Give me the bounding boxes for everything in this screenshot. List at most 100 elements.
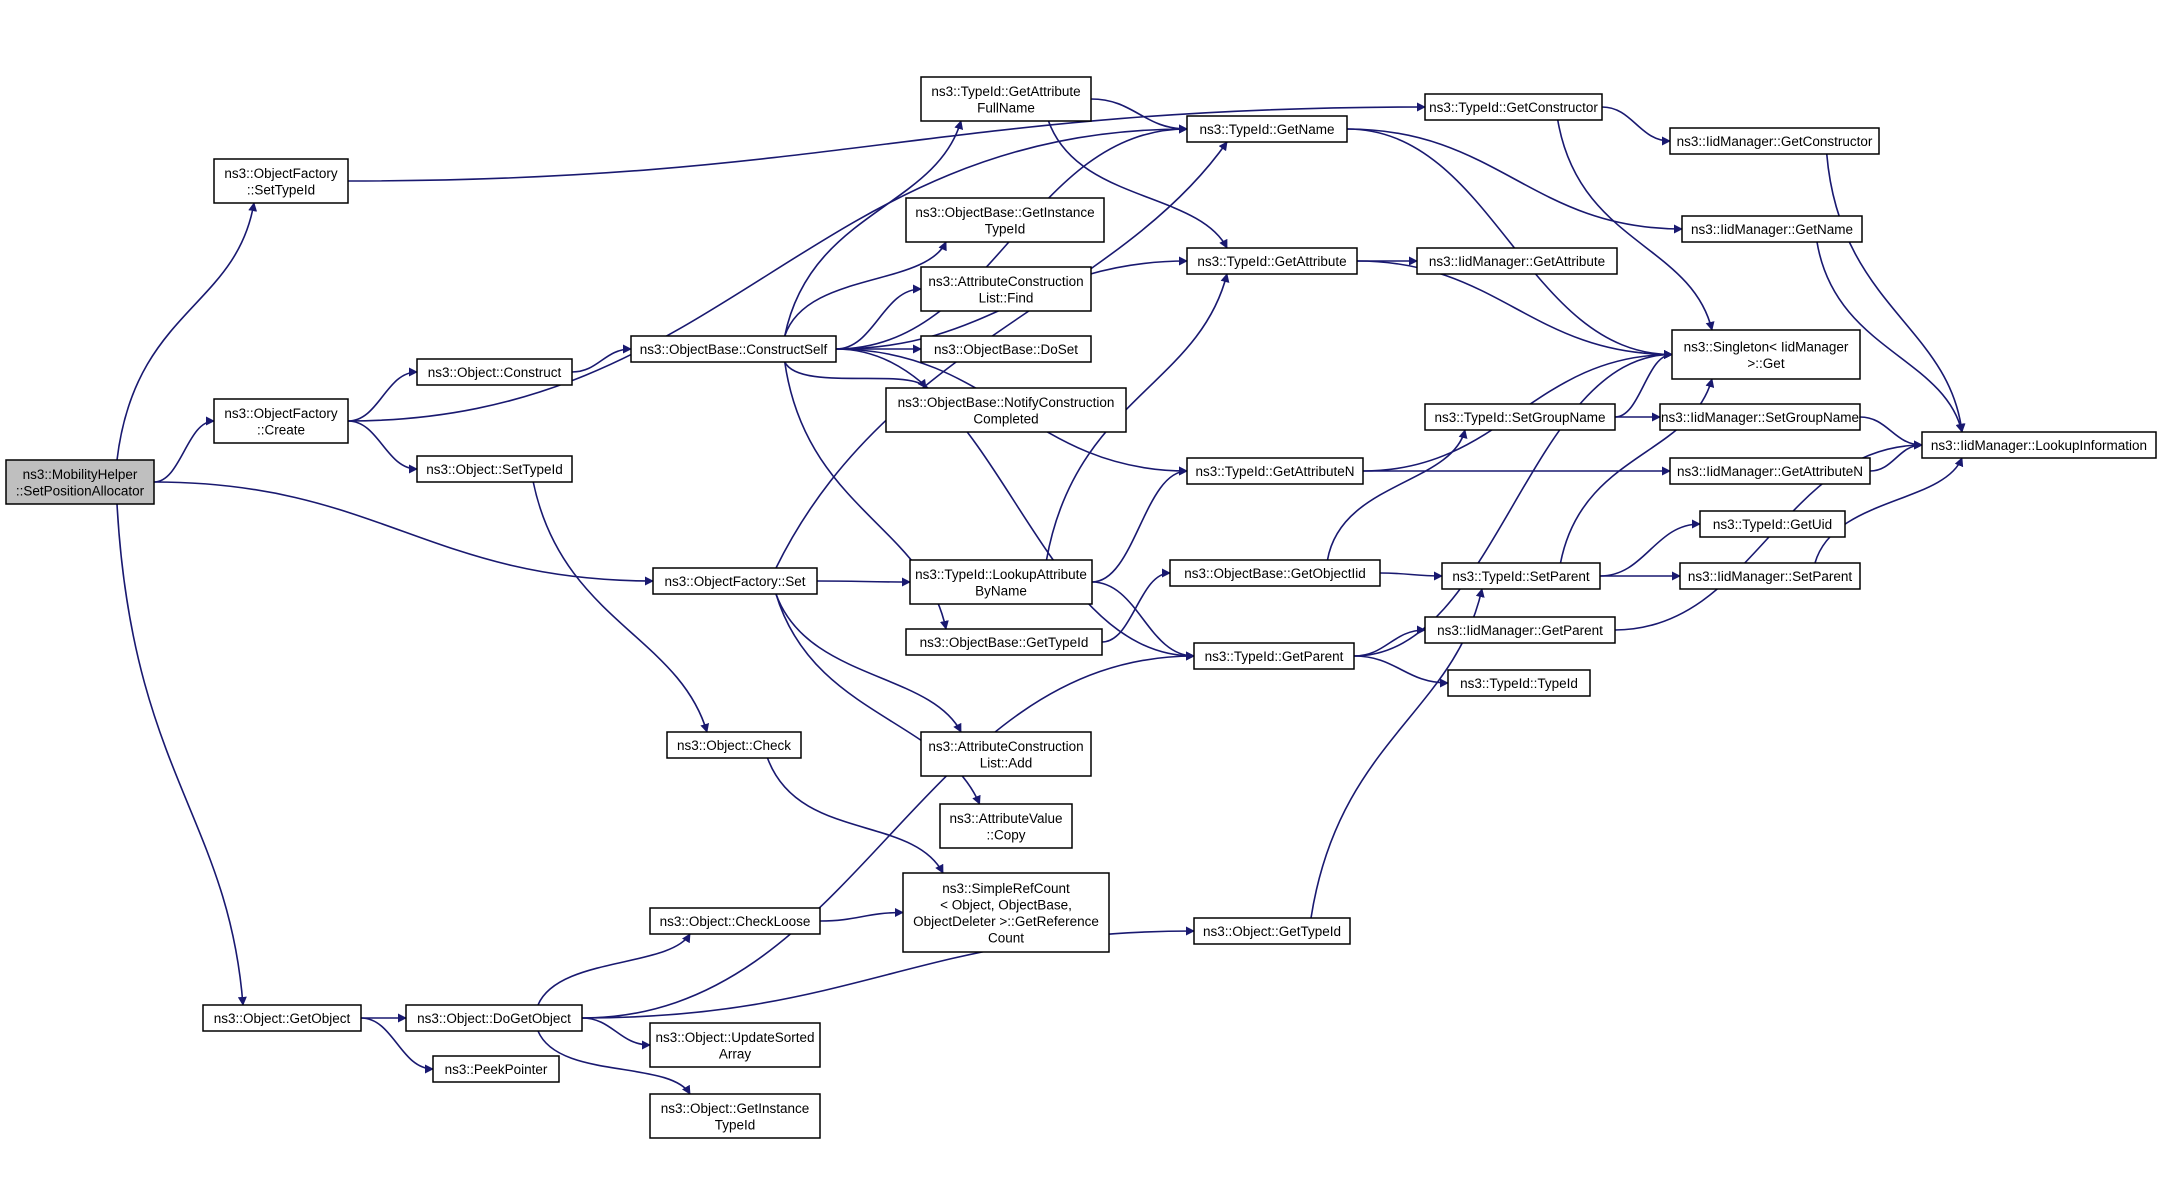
node-iid-setparent[interactable]: ns3::IidManager::SetParent bbox=[1679, 562, 1861, 590]
edge-tid_getparent-to-singleton_get bbox=[1353, 350, 1673, 657]
edge-tid_lookupattr-to-tid_getparent bbox=[1091, 581, 1195, 661]
node-label: ns3::Object::DoGetObject bbox=[417, 1011, 571, 1026]
node-label: Count bbox=[988, 930, 1024, 945]
node-label: ns3::IidManager::SetParent bbox=[1688, 569, 1853, 584]
node-obj-check[interactable]: ns3::Object::Check bbox=[666, 731, 802, 759]
node-box bbox=[1416, 247, 1618, 275]
node-label: ns3::TypeId::GetName bbox=[1199, 122, 1334, 137]
node-iid-getattribute[interactable]: ns3::IidManager::GetAttribute bbox=[1416, 247, 1618, 275]
node-av-copy[interactable]: ns3::AttributeValue::Copy bbox=[939, 803, 1073, 849]
node-tid-getname[interactable]: ns3::TypeId::GetName bbox=[1186, 115, 1348, 143]
node-iid-getconstructor[interactable]: ns3::IidManager::GetConstructor bbox=[1669, 127, 1880, 155]
node-label: ns3::AttributeValue bbox=[949, 811, 1062, 826]
node-label: ns3::TypeId::GetAttributeN bbox=[1195, 464, 1354, 479]
node-singleton-get[interactable]: ns3::Singleton< IidManager>::Get bbox=[1671, 329, 1861, 380]
node-label: ns3::Object::CheckLoose bbox=[660, 914, 811, 929]
edge-tid_getattrfullname-to-tid_getattribute bbox=[1047, 120, 1228, 249]
node-box bbox=[1447, 669, 1591, 697]
node-label: ns3::TypeId::GetConstructor bbox=[1429, 100, 1598, 115]
node-label: ns3::IidManager::LookupInformation bbox=[1931, 438, 2147, 453]
edge-tid_getconstructor-to-iid_getconstructor bbox=[1601, 106, 1671, 146]
node-box bbox=[1699, 510, 1846, 538]
node-ob-notify[interactable]: ns3::ObjectBase::NotifyConstructionCompl… bbox=[885, 387, 1127, 433]
node-peekpointer[interactable]: ns3::PeekPointer bbox=[432, 1055, 560, 1083]
edge-obj_construct-to-ob_constructself bbox=[571, 344, 632, 373]
node-box bbox=[416, 358, 573, 386]
node-iid-getattributen[interactable]: ns3::IidManager::GetAttributeN bbox=[1669, 457, 1871, 485]
node-tid-setgroupname[interactable]: ns3::TypeId::SetGroupName bbox=[1424, 403, 1616, 431]
node-box bbox=[649, 907, 821, 935]
edge-tid_getattrfullname-to-tid_getname bbox=[1090, 98, 1188, 134]
node-label: ::SetTypeId bbox=[247, 182, 315, 197]
node-box bbox=[902, 872, 1110, 953]
edge-ob_constructself-to-ob_notify bbox=[784, 361, 927, 389]
node-obj-settypeid[interactable]: ns3::Object::SetTypeId bbox=[416, 455, 573, 483]
node-box bbox=[1441, 562, 1601, 590]
edge-of_create-to-tid_getname bbox=[347, 124, 1188, 422]
node-iid-setgroupname[interactable]: ns3::IidManager::SetGroupName bbox=[1659, 403, 1861, 431]
node-obj-gettypeid[interactable]: ns3::Object::GetTypeId bbox=[1193, 917, 1351, 945]
node-iid-getparent[interactable]: ns3::IidManager::GetParent bbox=[1424, 616, 1616, 644]
node-label: ns3::TypeId::GetAttribute bbox=[1197, 254, 1346, 269]
node-box bbox=[652, 567, 818, 595]
node-obj-dogetobject[interactable]: ns3::Object::DoGetObject bbox=[405, 1004, 583, 1032]
node-label: ns3::ObjectBase::NotifyConstruction bbox=[898, 395, 1115, 410]
node-box bbox=[1193, 642, 1355, 670]
node-label: ns3::Object::GetTypeId bbox=[1203, 924, 1341, 939]
node-ob-doset[interactable]: ns3::ObjectBase::DoSet bbox=[920, 335, 1092, 363]
node-iid-lookupinfo[interactable]: ns3::IidManager::LookupInformation bbox=[1921, 431, 2157, 459]
node-ob-constructself[interactable]: ns3::ObjectBase::ConstructSelf bbox=[630, 335, 837, 363]
edge-tid_getparent-to-iid_getparent bbox=[1353, 625, 1426, 657]
node-box bbox=[1424, 403, 1616, 431]
node-label: ns3::ObjectBase::ConstructSelf bbox=[640, 342, 828, 357]
node-of-settypeid[interactable]: ns3::ObjectFactory::SetTypeId bbox=[213, 158, 349, 204]
node-label: FullName bbox=[977, 100, 1035, 115]
node-box bbox=[1169, 559, 1381, 587]
node-iid-getname[interactable]: ns3::IidManager::GetName bbox=[1681, 215, 1863, 243]
node-tid-getuid[interactable]: ns3::TypeId::GetUid bbox=[1699, 510, 1846, 538]
edge-obj_getobject-to-peekpointer bbox=[360, 1017, 434, 1074]
node-label: ns3::Object::SetTypeId bbox=[426, 462, 563, 477]
node-obj-checkloose[interactable]: ns3::Object::CheckLoose bbox=[649, 907, 821, 935]
node-box bbox=[5, 459, 155, 505]
node-label: ns3::ObjectFactory bbox=[224, 166, 338, 181]
edge-tid_getattribute-to-singleton_get bbox=[1356, 260, 1673, 359]
node-tid-getattribute[interactable]: ns3::TypeId::GetAttribute bbox=[1186, 247, 1358, 275]
node-label: ns3::IidManager::GetConstructor bbox=[1677, 134, 1873, 149]
node-box bbox=[939, 803, 1073, 849]
node-label: ns3::ObjectBase::GetTypeId bbox=[920, 635, 1089, 650]
node-obj-getobject[interactable]: ns3::Object::GetObject bbox=[202, 1004, 362, 1032]
node-root[interactable]: ns3::MobilityHelper::SetPositionAllocato… bbox=[5, 459, 155, 505]
node-label: ns3::AttributeConstruction bbox=[928, 739, 1083, 754]
node-label: ByName bbox=[975, 583, 1027, 598]
node-box bbox=[1681, 215, 1863, 243]
node-tid-getconstructor[interactable]: ns3::TypeId::GetConstructor bbox=[1424, 93, 1603, 121]
node-box bbox=[1193, 917, 1351, 945]
node-tid-getattributen[interactable]: ns3::TypeId::GetAttributeN bbox=[1186, 457, 1364, 485]
node-label: List::Add bbox=[980, 755, 1033, 770]
node-tid-typeid[interactable]: ns3::TypeId::TypeId bbox=[1447, 669, 1591, 697]
node-tid-getparent[interactable]: ns3::TypeId::GetParent bbox=[1193, 642, 1355, 670]
node-label: ns3::IidManager::GetName bbox=[1691, 222, 1853, 237]
node-box bbox=[1669, 457, 1871, 485]
node-obj-construct[interactable]: ns3::Object::Construct bbox=[416, 358, 573, 386]
edge-ob_gettypeid-to-ob_getobjectiid bbox=[1101, 568, 1171, 643]
node-label: ns3::SimpleRefCount bbox=[942, 881, 1070, 896]
node-of-create[interactable]: ns3::ObjectFactory::Create bbox=[213, 398, 349, 444]
node-box bbox=[1669, 127, 1880, 155]
node-ob-getobjectiid[interactable]: ns3::ObjectBase::GetObjectIid bbox=[1169, 559, 1381, 587]
node-ob-gettypeid[interactable]: ns3::ObjectBase::GetTypeId bbox=[905, 628, 1103, 656]
node-tid-setparent[interactable]: ns3::TypeId::SetParent bbox=[1441, 562, 1601, 590]
node-of-set[interactable]: ns3::ObjectFactory::Set bbox=[652, 567, 818, 595]
node-label: Array bbox=[719, 1046, 752, 1061]
edge-tid_setparent-to-tid_getuid bbox=[1599, 519, 1701, 577]
node-label: ns3::TypeId::GetUid bbox=[1713, 517, 1832, 532]
node-srefcount[interactable]: ns3::SimpleRefCount< Object, ObjectBase,… bbox=[902, 872, 1110, 953]
